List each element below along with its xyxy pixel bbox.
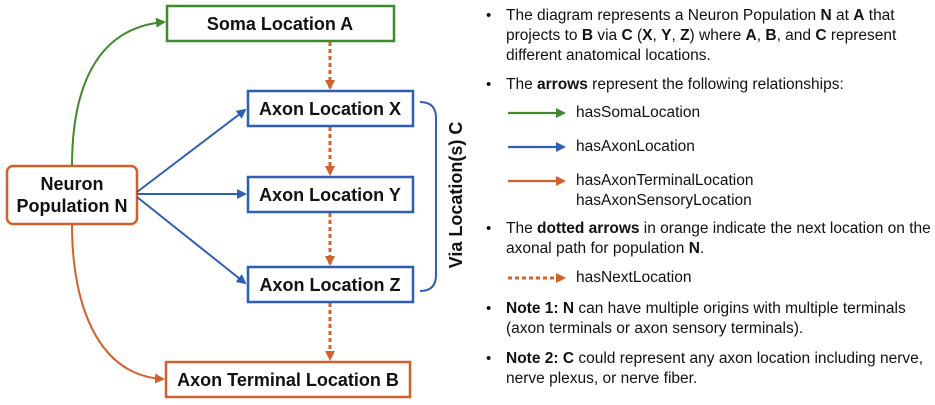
node-axon-location-y: Axon Location Y xyxy=(246,175,415,214)
neuron-line2: Population xyxy=(17,196,115,216)
bullet-intro: • The diagram represents a Neuron Popula… xyxy=(486,7,897,64)
arrow-has-axon-terminal-location xyxy=(71,223,165,384)
arrow-has-axon-location-z xyxy=(136,196,247,285)
legend-panel: • The diagram represents a Neuron Popula… xyxy=(484,6,932,389)
legend-row-axon: hasAxonLocation xyxy=(506,137,932,157)
blue-arrow-icon xyxy=(508,142,566,152)
node-axon-location-x: Axon Location X xyxy=(246,89,415,128)
soma-label: Soma Location xyxy=(207,14,340,34)
bullet-arrows: • The arrows represent the following rel… xyxy=(486,76,844,93)
axon-z-var: Z xyxy=(390,275,401,295)
arrow-has-axon-location-x xyxy=(136,108,247,193)
legend-has-axon-location: hasAxonLocation xyxy=(576,138,695,155)
legend-row-terminal: hasAxonTerminalLocation hasAxonSensoryLo… xyxy=(506,171,932,211)
legend-row-next: hasNextLocation xyxy=(506,268,932,288)
bullet-note-1: • Note 1: N can have multiple origins wi… xyxy=(486,300,906,337)
legend-has-soma-location: hasSomaLocation xyxy=(576,104,701,121)
node-axon-location-z: Axon Location Z xyxy=(246,265,415,304)
svg-text:Population N: Population N xyxy=(17,196,128,216)
neuron-var: N xyxy=(115,196,128,216)
axon-x-label: Axon Location xyxy=(259,99,389,119)
neuron-line1: Neuron xyxy=(41,174,104,194)
soma-var: A xyxy=(340,14,353,34)
arrow-has-soma-location xyxy=(71,17,166,167)
legend-has-axon-terminal-location: hasAxonTerminalLocation xyxy=(576,172,754,189)
green-arrow-icon xyxy=(508,108,566,118)
terminal-var: B xyxy=(386,370,399,390)
via-locations-bracket xyxy=(419,101,437,292)
svg-text:Axon Location X: Axon Location X xyxy=(259,99,401,119)
node-neuron-population: Neuron Population N xyxy=(5,164,139,226)
legend-has-next-location: hasNextLocation xyxy=(576,269,692,286)
node-axon-terminal-location: Axon Terminal Location B xyxy=(164,360,412,399)
orange-arrow-icon xyxy=(508,176,566,186)
svg-text:Axon Location Z: Axon Location Z xyxy=(260,275,401,295)
bullet-note-2: • Note 2: C could represent any axon loc… xyxy=(486,350,924,387)
axon-z-label: Axon Location xyxy=(260,275,390,295)
axon-y-var: Y xyxy=(389,185,401,205)
svg-text:Axon Terminal Location B: Axon Terminal Location B xyxy=(177,370,399,390)
legend-has-axon-sensory-location: hasAxonSensoryLocation xyxy=(576,192,752,209)
dotted-orange-arrow-icon xyxy=(508,273,566,283)
node-soma-location: Soma Location A xyxy=(165,4,396,43)
svg-text:Axon Location Y: Axon Location Y xyxy=(259,185,401,205)
terminal-label: Axon Terminal Location xyxy=(177,370,386,390)
bullet-dotted-arrows: • The dotted arrows in orange indicate t… xyxy=(486,220,931,257)
via-locations-label: Via Location(s) C xyxy=(446,122,466,269)
svg-text:Soma Location A: Soma Location A xyxy=(207,14,353,34)
legend-row-soma: hasSomaLocation xyxy=(506,103,932,123)
axon-x-var: X xyxy=(389,99,401,119)
axon-y-label: Axon Location xyxy=(259,185,389,205)
neuron-population-diagram: Soma Location A Axon Location X Axon Loc… xyxy=(5,4,466,399)
